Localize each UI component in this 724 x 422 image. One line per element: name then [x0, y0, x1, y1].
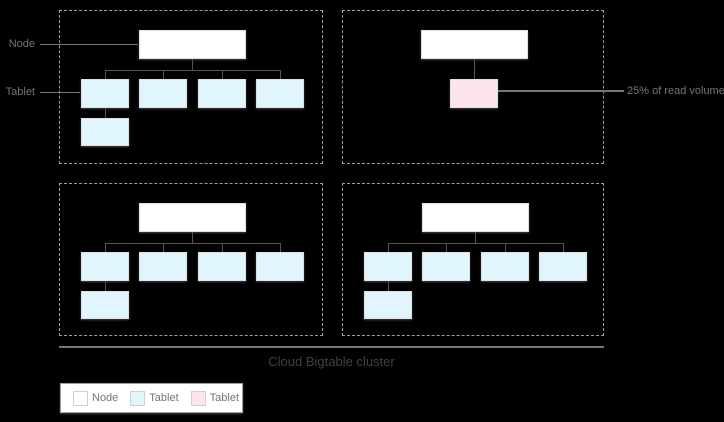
tablet-box — [81, 291, 129, 319]
connector-line — [192, 59, 193, 70]
hot-tablet-box — [450, 79, 498, 108]
node-zone-top-left — [59, 10, 323, 164]
connector-line — [280, 243, 281, 252]
connector-line — [388, 243, 389, 252]
connector-line — [505, 243, 506, 252]
connector-line — [280, 70, 281, 79]
connector-line — [388, 281, 389, 291]
node-zone-bottom-left — [59, 183, 323, 336]
node-zone-bottom-right — [342, 183, 604, 336]
tablet-box — [422, 252, 470, 281]
node-box — [139, 203, 246, 232]
tablet-swatch — [130, 390, 146, 406]
node-zone-top-right — [342, 10, 604, 164]
connector-line — [105, 70, 106, 79]
tablet-box — [198, 79, 246, 108]
legend-item-node: Node — [73, 390, 119, 406]
connector-line — [192, 232, 193, 243]
tablet-label: Tablet — [5, 86, 35, 98]
hot-tablet-swatch — [190, 390, 206, 406]
legend-item-hot-tablet: Tablet — [190, 390, 240, 406]
tablet-box — [539, 252, 587, 281]
connector-line — [105, 243, 106, 252]
tablet-box — [81, 118, 129, 146]
tablet-box — [256, 79, 304, 108]
node-leader-line — [40, 44, 138, 45]
legend-label: Node — [92, 392, 119, 404]
legend-label: Tablet — [149, 392, 179, 404]
tablet-box — [81, 252, 129, 281]
legend-item-tablet: Tablet — [130, 390, 179, 406]
tablet-box — [81, 79, 129, 108]
legend-label: Tablet — [209, 392, 240, 404]
connector-line — [163, 243, 164, 252]
connector-line — [105, 281, 106, 291]
connector-line — [475, 232, 476, 243]
connector-line — [474, 59, 475, 79]
tablet-box — [481, 252, 529, 281]
node-box — [421, 30, 528, 59]
connector-line — [105, 70, 280, 71]
tablet-leader-line — [40, 92, 80, 93]
tablet-box — [139, 252, 187, 281]
connector-line — [388, 243, 563, 244]
tablet-box — [198, 252, 246, 281]
connector-line — [222, 243, 223, 252]
connector-line — [446, 243, 447, 252]
connector-line — [105, 243, 280, 244]
tablet-box — [139, 79, 187, 108]
read-volume-leader-line — [498, 90, 624, 92]
cluster-divider-line — [59, 346, 604, 348]
read-volume-label: 25% of read volume — [627, 85, 724, 97]
connector-line — [163, 70, 164, 79]
tablet-box — [364, 252, 412, 281]
cluster-caption: Cloud Bigtable cluster — [268, 354, 395, 369]
node-label: Node — [8, 38, 35, 50]
connector-line — [222, 70, 223, 79]
tablet-box — [256, 252, 304, 281]
connector-line — [563, 243, 564, 252]
node-box — [422, 203, 529, 232]
node-swatch — [73, 390, 88, 406]
node-box — [139, 30, 246, 59]
tablet-box — [364, 291, 412, 319]
legend: Node Tablet Tablet — [60, 383, 243, 413]
connector-line — [105, 108, 106, 118]
